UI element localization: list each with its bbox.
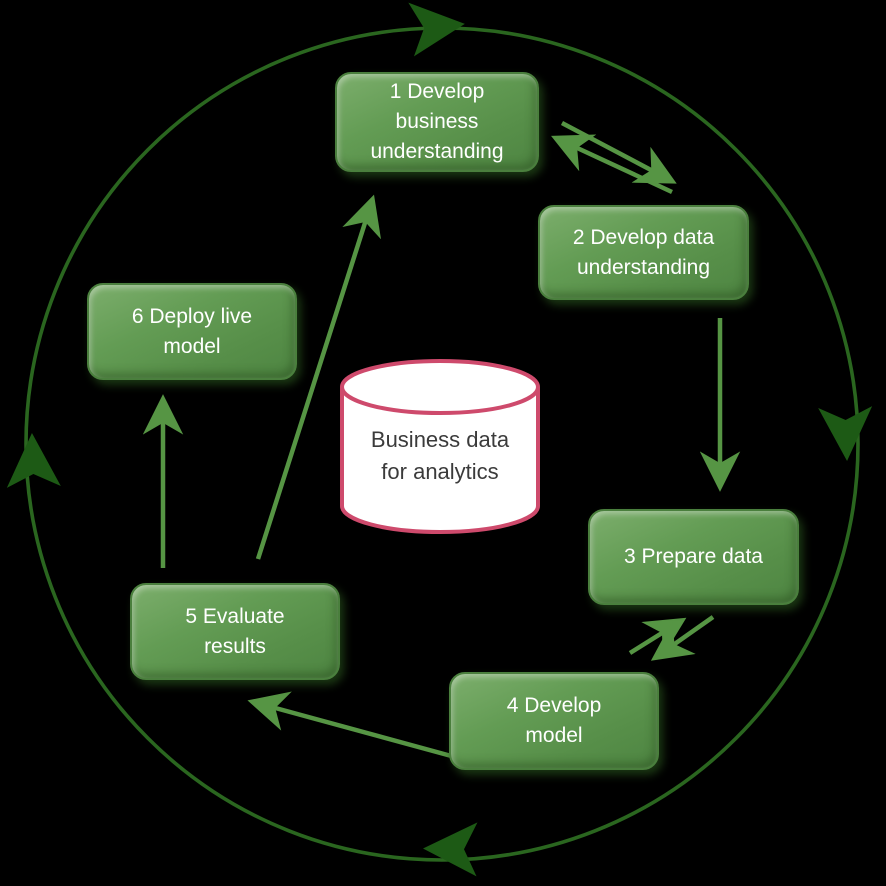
arrow-3-to-4: [650, 615, 715, 661]
arrow-2-to-1: [551, 134, 673, 195]
database-cylinder: [340, 359, 540, 534]
database-cylinder-body: [340, 387, 540, 534]
cycle-arrowhead-right-icon: [818, 406, 873, 461]
node-prepare-data: 3 Prepare data: [588, 509, 799, 605]
database-cylinder-top: [340, 359, 540, 415]
cycle-arrowhead-bottom-icon: [423, 822, 478, 877]
node-label: 4 Develop model: [506, 694, 602, 747]
database-label: Business data for analytics: [370, 427, 510, 484]
node-deploy-live-model: 6 Deploy live model: [87, 283, 297, 380]
node-develop-data-understanding: 2 Develop data understanding: [538, 205, 749, 300]
node-develop-model: 4 Develop model: [449, 672, 659, 770]
cycle-arrowhead-left-icon: [6, 433, 61, 488]
node-label: 3 Prepare data: [624, 545, 763, 569]
cycle-arrowhead-top-icon: [408, 2, 465, 57]
arrow-4-to-5: [247, 691, 456, 760]
arrow-1-to-2: [560, 121, 677, 184]
node-label: 1 Develop business understanding: [370, 80, 504, 163]
node-label: 5 Evaluate results: [185, 604, 285, 658]
node-label: 6 Deploy live model: [131, 304, 253, 358]
node-develop-business-understanding: 1 Develop business understanding: [335, 72, 539, 172]
arrow-5-to-1: [255, 194, 382, 560]
node-evaluate-results: 5 Evaluate results: [130, 583, 340, 680]
node-label: 2 Develop data understanding: [572, 225, 715, 279]
